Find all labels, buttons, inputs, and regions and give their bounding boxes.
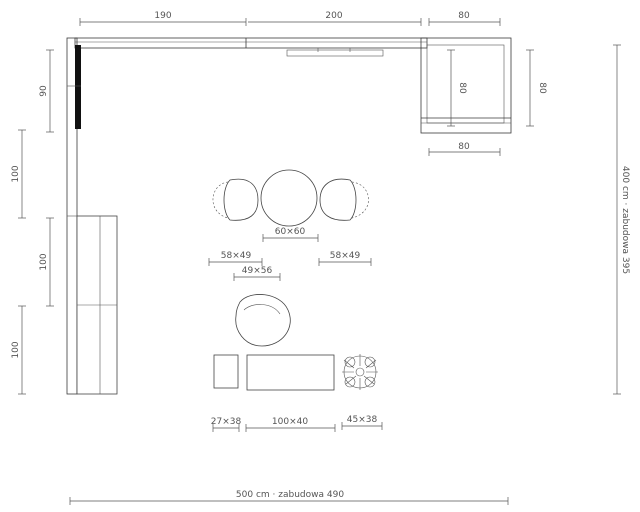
dim-inner-80-vertical: 80 [457,82,467,94]
dim-top-80: 80 [458,11,470,21]
dining-table [260,169,318,227]
side-table [213,354,239,389]
dim-left-100-a: 100 [11,165,21,182]
top-cabinet-run [74,37,428,57]
dim-total-height: 400 cm · zabudowa 395 [620,166,630,274]
dim-inner-80-horizontal: 80 [458,142,470,152]
dim-total-width: 500 cm · zabudowa 490 [236,490,344,500]
dim-chair-left: 58×49 [221,251,252,261]
coffee-table [246,354,335,391]
dim-plant: 45×38 [347,415,378,425]
dim-armchair: 49×56 [242,266,273,276]
dark-panel [75,45,81,129]
cooktop [286,49,384,57]
dim-left-100-c: 100 [11,341,21,358]
dimensions: 190 200 80 80 80 80 90 100 100 [11,11,630,505]
dim-top-200: 200 [325,11,342,21]
dim-left-90: 90 [39,85,49,97]
chair-left [212,178,259,221]
dim-side-table: 27×38 [211,417,242,427]
armchair [235,294,291,347]
dim-coffee-table: 100×40 [272,417,308,427]
dim-chair-right: 58×49 [330,251,361,261]
chair-right [319,178,369,221]
dim-left-100-b: 100 [39,253,49,270]
corner-cabinet [420,37,512,134]
dim-top-190: 190 [154,11,171,21]
left-cabinet-run [66,37,118,395]
plant-icon [342,354,378,390]
dim-right-80: 80 [537,82,547,94]
dim-table: 60×60 [275,227,306,237]
